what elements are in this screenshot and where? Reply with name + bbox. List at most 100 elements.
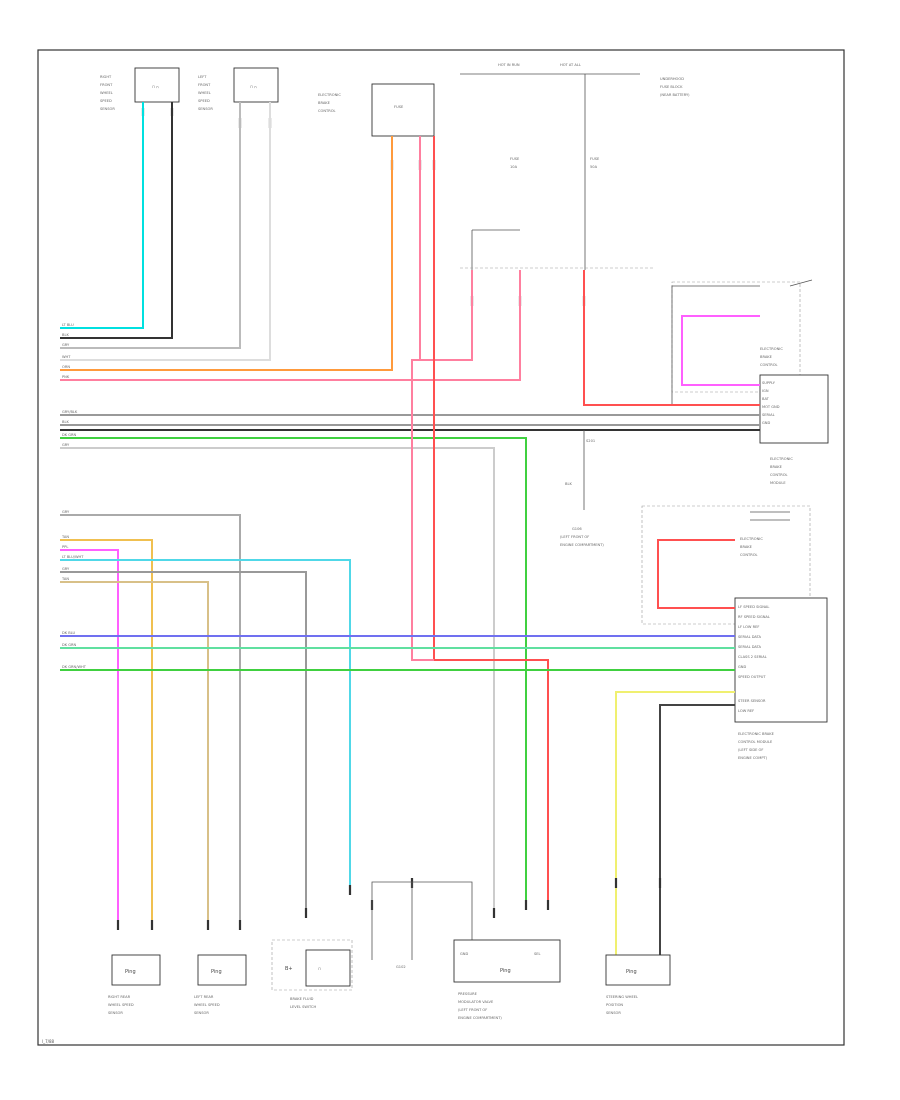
wire-lt-blue-top (60, 102, 144, 329)
svg-text:DK GRN: DK GRN (62, 433, 77, 437)
wire-green-trunk (60, 437, 527, 905)
svg-text:BLK: BLK (62, 333, 69, 337)
svg-text:CONTROL: CONTROL (740, 553, 758, 557)
svg-text:WHEEL SPEED: WHEEL SPEED (108, 1003, 134, 1007)
svg-text:MODULATOR VALVE: MODULATOR VALVE (458, 1000, 494, 1004)
svg-text:FUSE: FUSE (510, 157, 520, 161)
svg-text:(LEFT FRONT OF: (LEFT FRONT OF (560, 535, 589, 539)
svg-text:FRONT: FRONT (100, 83, 113, 87)
diagram-frame (37, 49, 845, 1046)
svg-text:DK BLU: DK BLU (62, 631, 76, 635)
svg-text:ELECTRONIC: ELECTRONIC (760, 347, 783, 351)
bottom-center-right-comp: GND Ping SEL PRESSURE MODULATOR VALVE (L… (453, 939, 561, 1020)
svg-text:MOT GND: MOT GND (762, 405, 780, 409)
bottom-sensor-right: Ping STEERING WHEEL POSITION SENSOR (605, 954, 671, 1015)
svg-text:FUSE BLOCK: FUSE BLOCK (660, 85, 683, 89)
svg-text:(NEAR BATTERY): (NEAR BATTERY) (660, 93, 690, 97)
wire-magenta (60, 549, 119, 925)
svg-text:IGN: IGN (762, 389, 769, 393)
svg-text:SPEED OUTPUT: SPEED OUTPUT (738, 675, 766, 679)
bottom-sensor-1: Ping RIGHT REAR WHEEL SPEED SENSOR (108, 954, 161, 1015)
svg-text:PPL: PPL (62, 545, 68, 549)
svg-text:ENGINE COMPARTMENT): ENGINE COMPARTMENT) (560, 543, 604, 547)
svg-text:RIGHT: RIGHT (100, 75, 112, 79)
wire-grey-top (60, 102, 241, 349)
svg-text:LF SPEED SIGNAL: LF SPEED SIGNAL (738, 605, 769, 609)
svg-text:CONTROL: CONTROL (318, 109, 336, 113)
svg-text:LT BLU: LT BLU (62, 323, 74, 327)
svg-text:ELECTRONIC BRAKE: ELECTRONIC BRAKE (738, 732, 775, 736)
svg-text:BRAKE: BRAKE (760, 355, 773, 359)
svg-text:BRAKE: BRAKE (770, 465, 783, 469)
svg-text:⊓ ∩: ⊓ ∩ (152, 85, 159, 89)
svg-text:ELECTRONIC: ELECTRONIC (740, 537, 763, 541)
svg-text:50A: 50A (590, 165, 598, 169)
svg-text:ENGINE COMPARTMENT): ENGINE COMPARTMENT) (458, 1016, 502, 1020)
svg-text:BLK: BLK (565, 482, 572, 486)
svg-text:⊓ ∩: ⊓ ∩ (250, 85, 257, 89)
svg-text:PRESSURE: PRESSURE (458, 992, 478, 996)
bottom-center-right-label: Ping (500, 968, 511, 974)
wire-black-lower (659, 704, 735, 960)
svg-text:RIGHT REAR: RIGHT REAR (108, 995, 131, 999)
svg-text:DK GRN/WHT: DK GRN/WHT (62, 665, 87, 669)
bottom-center-left-label: B+ (285, 966, 293, 972)
wire-red-feed (583, 270, 760, 406)
wire-pink-long (411, 359, 434, 661)
svg-text:FUSE: FUSE (394, 105, 404, 109)
wire-red-long (433, 136, 549, 905)
svg-text:S201: S201 (586, 439, 595, 443)
svg-text:RF SPEED SIGNAL: RF SPEED SIGNAL (738, 615, 770, 619)
wire-yellow (615, 691, 735, 960)
svg-text:STEER SENSOR: STEER SENSOR (738, 699, 766, 703)
svg-text:LEFT: LEFT (198, 75, 207, 79)
top-left-sensor-2: ⊓ ∩ LEFT FRONT WHEEL SPEED SENSOR (198, 67, 279, 111)
svg-text:LF LOW REF: LF LOW REF (738, 625, 759, 629)
svg-text:WHEEL SPEED: WHEEL SPEED (194, 1003, 220, 1007)
wire-orange (60, 136, 393, 371)
svg-text:PNK: PNK (62, 375, 70, 379)
wire-grey-drop (60, 447, 495, 915)
svg-text:ENGINE COMPT): ENGINE COMPT) (738, 756, 768, 760)
svg-text:BRAKE: BRAKE (318, 101, 331, 105)
top-left-sensor-1: ⊓ ∩ RIGHT FRONT WHEEL SPEED SENSOR (100, 67, 180, 111)
svg-text:LEVEL SWITCH: LEVEL SWITCH (290, 1005, 317, 1009)
bottom-sensor-right-label: Ping (626, 969, 637, 975)
svg-text:GRY: GRY (62, 510, 70, 514)
svg-text:FRONT: FRONT (198, 83, 211, 87)
svg-text:GRY: GRY (62, 567, 70, 571)
top-center-module: FUSE ELECTRONIC BRAKE CONTROL (318, 83, 435, 137)
svg-text:ELECTRONIC: ELECTRONIC (770, 457, 793, 461)
svg-text:TAN: TAN (61, 577, 69, 581)
svg-text:ORN: ORN (62, 365, 70, 369)
svg-text:G102: G102 (396, 965, 406, 969)
svg-text:CONTROL: CONTROL (760, 363, 778, 367)
wire-lt-blue-lower (60, 559, 351, 895)
svg-text:SENSOR: SENSOR (606, 1011, 621, 1015)
svg-text:(LEFT SIDE OF: (LEFT SIDE OF (738, 748, 763, 752)
svg-text:SERIAL DATA: SERIAL DATA (738, 645, 762, 649)
svg-text:SENSOR: SENSOR (108, 1011, 123, 1015)
svg-text:SEL: SEL (534, 952, 541, 956)
svg-text:BRAKE: BRAKE (740, 545, 753, 549)
svg-text:DK GRN: DK GRN (62, 643, 77, 647)
svg-text:FUSE: FUSE (590, 157, 600, 161)
wire-grey-lower-2 (60, 571, 307, 915)
svg-text:SUPPLY: SUPPLY (762, 381, 776, 385)
wire-pink-top (60, 270, 521, 381)
right-module-2: LF SPEED SIGNAL RF SPEED SIGNAL LF LOW R… (641, 505, 828, 760)
svg-text:WHEEL: WHEEL (198, 91, 211, 95)
svg-text:(LEFT FRONT OF: (LEFT FRONT OF (458, 1008, 487, 1012)
svg-text:WHEEL: WHEEL (100, 91, 113, 95)
svg-text:LEFT REAR: LEFT REAR (194, 995, 214, 999)
svg-text:GND: GND (738, 665, 746, 669)
svg-text:UNDERHOOD: UNDERHOOD (660, 77, 684, 81)
svg-text:SENSOR: SENSOR (198, 107, 213, 111)
wire-tan-2 (60, 581, 209, 925)
svg-text:POSITION: POSITION (606, 1003, 623, 1007)
svg-text:G106: G106 (572, 527, 582, 531)
bottom-sensor-1-label: Ping (125, 969, 136, 975)
wire-pink-loop (419, 136, 473, 361)
svg-text:MODULE: MODULE (770, 481, 786, 485)
